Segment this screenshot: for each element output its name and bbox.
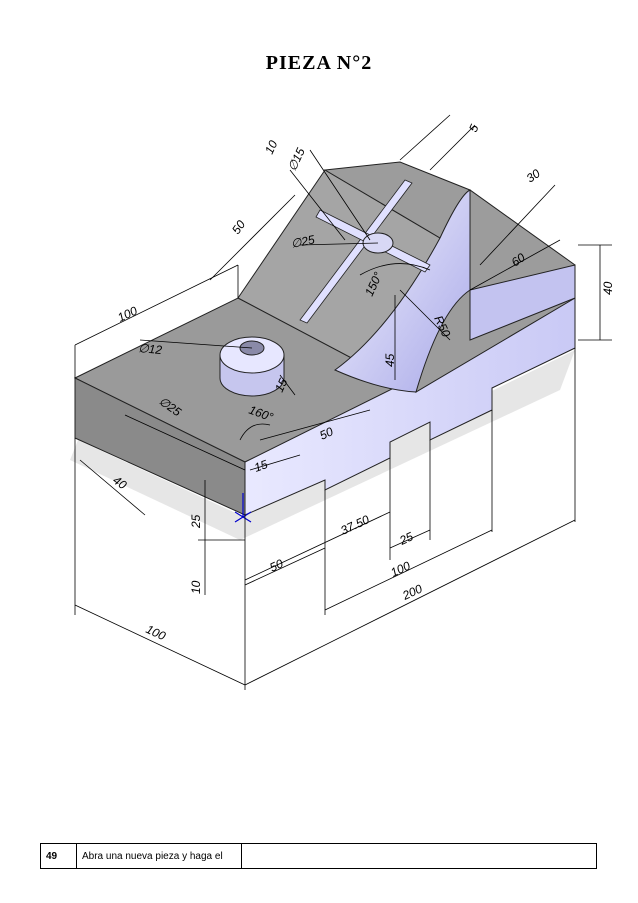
dim-15-boss: 15 — [272, 376, 290, 394]
upper-right-face — [469, 264, 576, 341]
dim-25-bottom: 25 — [396, 529, 415, 548]
page-title: PIEZA N°2 — [265, 52, 373, 74]
dim-50-left: 50 — [229, 217, 248, 236]
dim-10-bottom: 10 — [189, 580, 203, 594]
top-slot-long — [299, 179, 413, 324]
dim-dia25-top: ∅25 — [290, 232, 317, 251]
dim-dia15: ∅15 — [285, 145, 308, 173]
dim-50-mid: 50 — [317, 424, 335, 442]
dim-45: 45 — [383, 353, 397, 367]
dim-10-top: 10 — [262, 138, 280, 156]
dimension-lines — [74, 114, 612, 690]
dim-5: 5 — [466, 122, 482, 134]
dim-25-left: 25 — [189, 514, 203, 529]
dim-37-50: 37.50 — [338, 512, 371, 538]
footer-number: 49 — [40, 843, 77, 869]
footer-instruction: Abra una nueva pieza y haga el — [76, 843, 242, 869]
dim-dia12: ∅12 — [138, 341, 163, 357]
cylindrical-cut — [334, 189, 471, 393]
footer-notes — [241, 843, 597, 869]
footer-table: 49 Abra una nueva pieza y haga el — [40, 843, 597, 869]
origin-marker — [234, 493, 252, 523]
dim-200: 200 — [399, 581, 424, 603]
dim-50-bottom: 50 — [267, 556, 285, 574]
dim-30: 30 — [524, 166, 543, 185]
dim-100-top: 100 — [115, 303, 139, 324]
dim-15-front: 15 — [252, 457, 270, 475]
dim-40-right: 40 — [601, 281, 615, 295]
dim-100-bottom: 100 — [388, 558, 412, 579]
dim-100-long: 100 — [144, 622, 168, 643]
